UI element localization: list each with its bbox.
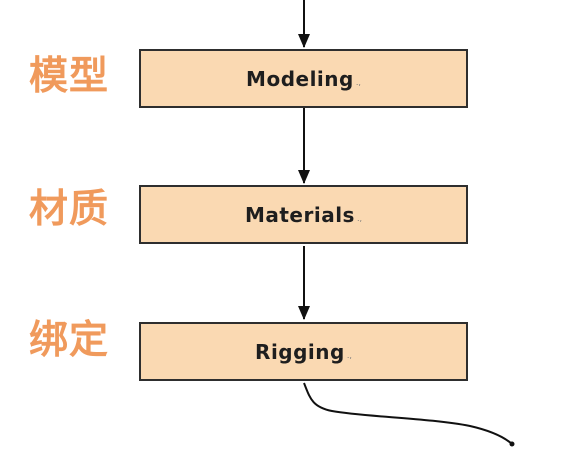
stage-label-rigging: Rigging — [255, 339, 345, 364]
stage-box-modeling: Modeling ., — [139, 49, 468, 108]
outgoing-curve — [303, 382, 513, 445]
stage-mark-materials: ., — [356, 214, 363, 223]
stage-box-rigging: Rigging ., — [139, 322, 468, 381]
stage-label-materials: Materials — [244, 202, 355, 227]
stage-mark-modeling: ., — [355, 78, 361, 87]
curve-endpoint — [509, 441, 515, 447]
stage-label-modeling: Modeling — [246, 66, 354, 91]
stage-label-chinese-rigging: 绑定 — [29, 318, 110, 363]
stage-box-materials: Materials ., — [139, 185, 468, 244]
stage-mark-rigging: ., — [346, 351, 352, 360]
stage-label-chinese-materials: 材质 — [29, 187, 110, 232]
stage-label-chinese-modeling: 模型 — [29, 54, 110, 99]
